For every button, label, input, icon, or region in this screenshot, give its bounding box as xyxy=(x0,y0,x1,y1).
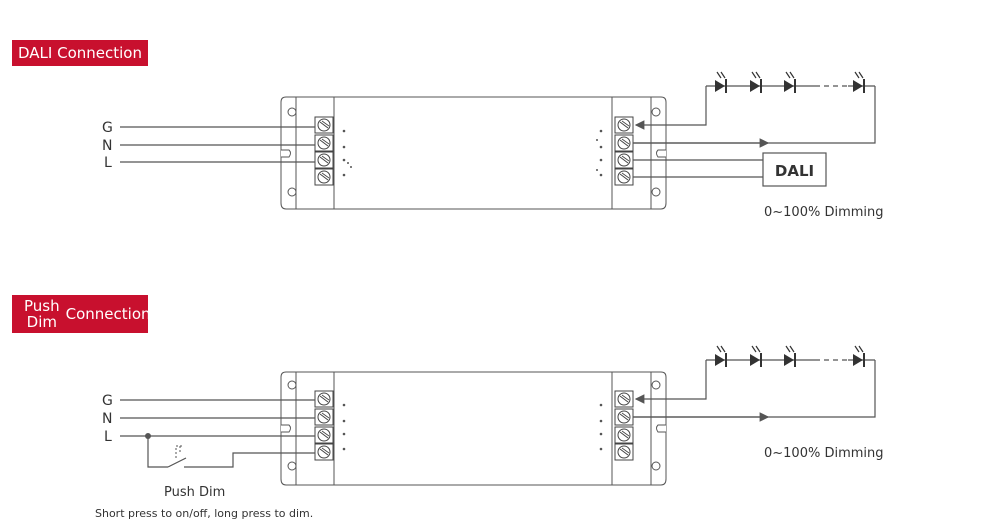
dali-terminal-1 xyxy=(614,426,634,444)
terminal-markings xyxy=(342,129,603,177)
output-wire-minus xyxy=(633,86,876,144)
led-icon xyxy=(852,71,865,94)
input-terminal-g xyxy=(314,116,334,134)
push-title-rest: Connection xyxy=(65,305,151,323)
output-wire-plus xyxy=(634,86,707,130)
input-terminal-n xyxy=(314,134,334,152)
wire-label-g: G xyxy=(102,120,113,136)
dimming-label-1: 0~100% Dimming xyxy=(764,205,884,220)
output-wire-minus xyxy=(633,360,876,418)
output-terminal-minus xyxy=(614,390,634,408)
dali-driver xyxy=(280,96,667,210)
push-title-line2: Dim xyxy=(26,313,57,331)
wire-label-l: L xyxy=(104,155,112,171)
output-terminal-plus xyxy=(614,408,634,426)
dali-terminal-2 xyxy=(614,443,634,461)
led-icon xyxy=(714,71,727,94)
led-icon xyxy=(783,71,796,94)
push-dim-driver xyxy=(280,371,667,486)
input-terminal-l xyxy=(314,426,334,444)
dali-connection-badge: DALI Connection xyxy=(12,40,148,66)
output-wire-plus xyxy=(634,360,707,404)
switch-wire-in xyxy=(147,436,168,468)
push-dim-title-stack: Push Dim xyxy=(24,298,60,330)
push-switch-actuator xyxy=(175,445,184,458)
terminal-markings xyxy=(342,403,603,451)
input-terminal-aux xyxy=(314,168,334,186)
dali-terminal-1 xyxy=(614,151,634,169)
wire-label-n: N xyxy=(102,138,112,154)
dimming-label-2: 0~100% Dimming xyxy=(764,446,884,461)
dali-controller-box xyxy=(762,152,827,187)
wire-label-n: N xyxy=(102,411,112,427)
led-icon xyxy=(749,71,762,94)
push-dim-note: Short press to on/off, long press to dim… xyxy=(95,507,313,520)
input-terminal-n xyxy=(314,408,334,426)
dali-box-label: DALI xyxy=(775,162,814,180)
wire-label-g: G xyxy=(102,393,113,409)
input-terminal-l xyxy=(314,151,334,169)
led-icon xyxy=(783,345,796,368)
input-terminal-g xyxy=(314,390,334,408)
output-terminal-minus xyxy=(614,116,634,134)
push-title-line1: Push xyxy=(24,297,60,315)
input-terminal-pushdim xyxy=(314,443,334,461)
led-icon xyxy=(852,345,865,368)
switch-wire-out xyxy=(184,452,315,468)
wire-label-l: L xyxy=(104,429,112,445)
dali-connection-title: DALI Connection xyxy=(18,44,142,62)
output-terminal-plus xyxy=(614,134,634,152)
push-dim-connection-badge: Push Dim Connection xyxy=(12,295,151,333)
led-icon xyxy=(749,345,762,368)
push-switch-contact xyxy=(167,457,187,468)
push-dim-label: Push Dim xyxy=(164,485,225,500)
dali-terminal-2 xyxy=(614,168,634,186)
led-icon xyxy=(714,345,727,368)
